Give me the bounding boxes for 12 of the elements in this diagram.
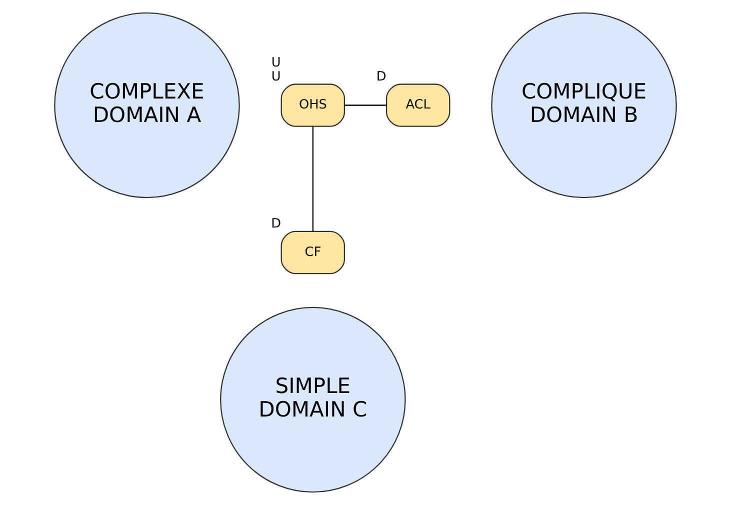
node-label: U [270,55,280,70]
node-circle: COMPLEXE DOMAIN A [54,12,240,198]
node-box: CF [280,230,345,274]
node-label: D [376,69,386,84]
connector [344,104,386,106]
node-circle: COMPLIQUE DOMAIN B [490,12,676,198]
node-circle: SIMPLE DOMAIN C [220,306,406,493]
node-label: D [270,216,281,232]
node-label: U [270,69,280,84]
connector [312,126,313,232]
node-box: OHS [280,84,345,127]
node-box: ACL [385,84,450,127]
